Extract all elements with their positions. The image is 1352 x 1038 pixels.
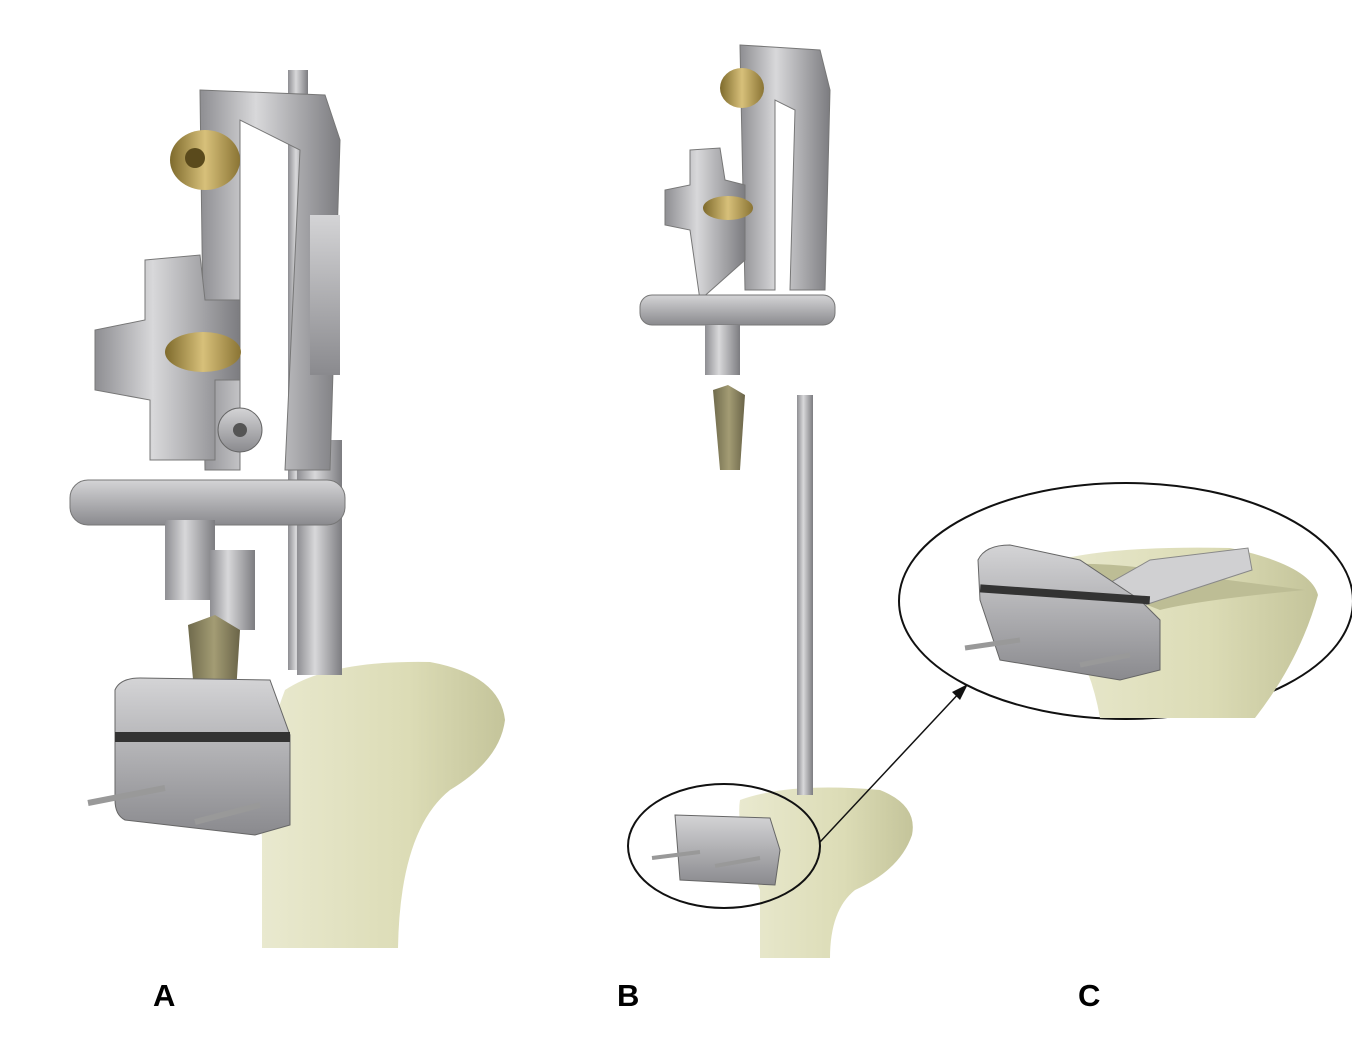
pin-left-a (87, 785, 166, 806)
cutting-block-a (114, 677, 291, 836)
panel-b-illustration (627, 44, 968, 958)
panel-label-b: B (617, 978, 640, 1013)
brass-knob-top-a (170, 130, 240, 190)
panel-label-c: C (1078, 978, 1101, 1013)
brass-knob-b (720, 68, 764, 108)
upper-jig-b (739, 44, 831, 291)
tibia-bone-a (261, 661, 505, 948)
olive-lever-b (713, 385, 745, 470)
alignment-rod-b (797, 395, 813, 795)
crossbar-a (69, 479, 346, 526)
detail-circle-b (627, 783, 821, 909)
brass-wheel-a (165, 332, 241, 372)
tibia-bone-b (739, 787, 913, 958)
callout-arrow (819, 689, 963, 843)
arrow-head-icon (952, 684, 968, 700)
cutting-block-c (977, 544, 1161, 681)
panel-c-illustration (898, 482, 1352, 720)
cutting-block-b (674, 814, 781, 886)
panel-a-illustration (69, 70, 505, 948)
brass-wheel-b (703, 196, 753, 220)
pin-right-a (194, 802, 261, 825)
crossbar-b (639, 294, 836, 326)
panel-label-a: A (153, 978, 176, 1013)
